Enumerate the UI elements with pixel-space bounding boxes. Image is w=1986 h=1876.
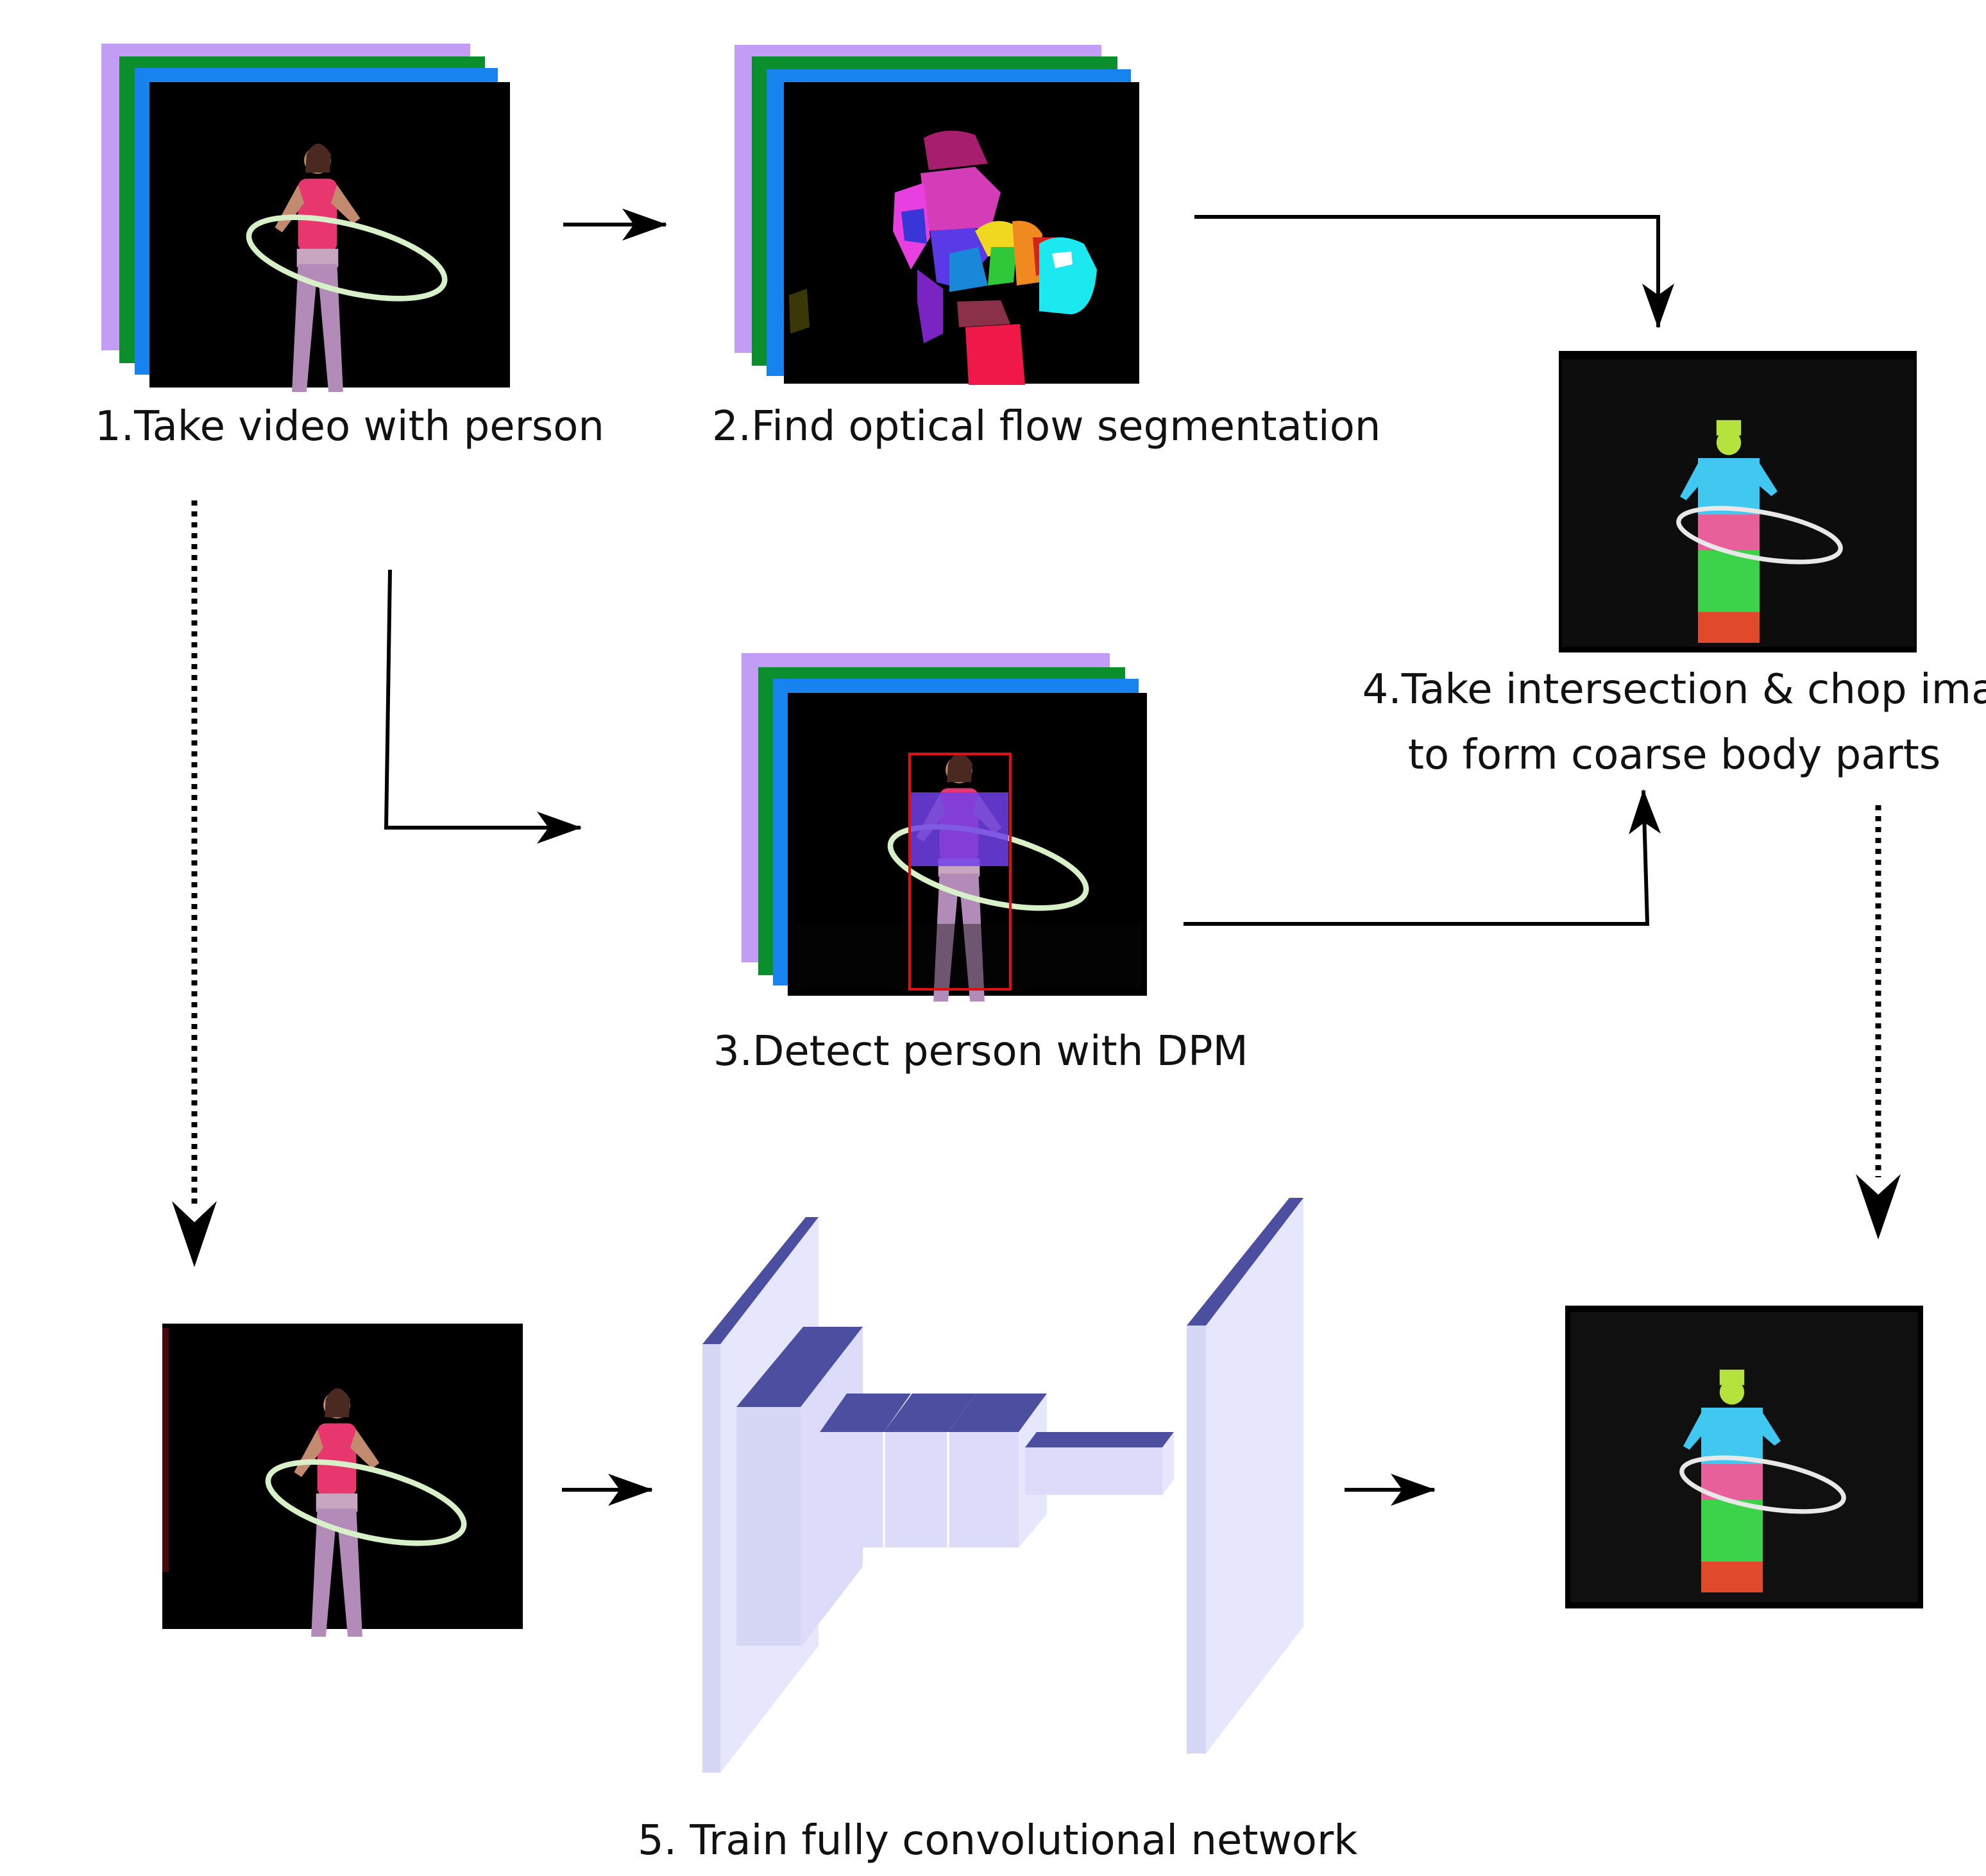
- step5-label: 5. Train fully convolutional network: [638, 1817, 1357, 1864]
- fcn-network: [702, 1198, 1303, 1773]
- video-frames-stack: [101, 44, 510, 392]
- detection-box: [908, 753, 1012, 991]
- arrow-1-to-3: [384, 569, 582, 844]
- dpm-detection-stack: [742, 653, 1147, 1002]
- output-segmentation-image: [1565, 1306, 1923, 1608]
- step3-label: 3.Detect person with DPM: [713, 1028, 1248, 1075]
- arrow-2-to-4: [1194, 215, 1674, 328]
- step4-label-line1: 4.Take intersection & chop image: [1362, 666, 1986, 713]
- step1-label: 1.Take video with person: [95, 403, 604, 450]
- optical-flow-stack: [734, 45, 1139, 385]
- dotted-arrow-head-right: [1856, 1174, 1901, 1240]
- step2-label: 2.Find optical flow segmentation: [712, 403, 1380, 450]
- arrow-3-to-4: [1184, 789, 1661, 926]
- train-input-image: [162, 1324, 523, 1637]
- dotted-arrow-head-left: [172, 1201, 217, 1267]
- step4-label-line2: to form coarse body parts: [1408, 731, 1940, 779]
- intersection-image: [1559, 351, 1917, 652]
